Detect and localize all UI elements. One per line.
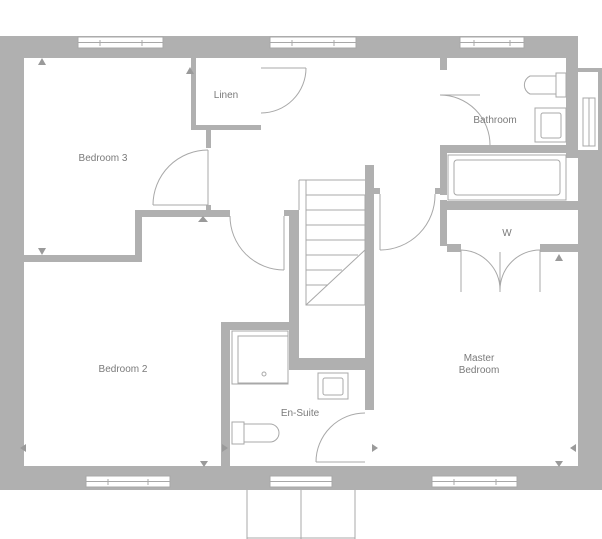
label-ensuite: En-Suite [281, 408, 320, 419]
label-bedroom-3: Bedroom 3 [79, 153, 128, 164]
bathroom-bath [447, 154, 567, 201]
windows [77, 36, 596, 488]
ensuite-fixtures [231, 330, 349, 445]
label-master-bedroom-line1: Master [464, 353, 495, 364]
balcony [246, 490, 356, 539]
label-bedroom-2: Bedroom 2 [99, 364, 148, 375]
bathroom-basin [534, 107, 567, 143]
label-linen: Linen [214, 90, 238, 101]
label-wardrobe: W [502, 228, 512, 239]
staircase [298, 179, 366, 306]
label-bathroom: Bathroom [473, 115, 516, 126]
bathroom-fixtures [447, 72, 567, 201]
doors [152, 67, 541, 463]
ensuite-toilet-cistern [231, 421, 245, 445]
ensuite-shower [231, 330, 289, 385]
window-ticks [99, 40, 511, 485]
dimension-markers [20, 58, 576, 467]
walls [0, 36, 602, 490]
bathroom-toilet-cistern [555, 72, 567, 98]
ensuite-basin [317, 372, 349, 400]
label-master-bedroom-line2: Bedroom [459, 365, 500, 376]
